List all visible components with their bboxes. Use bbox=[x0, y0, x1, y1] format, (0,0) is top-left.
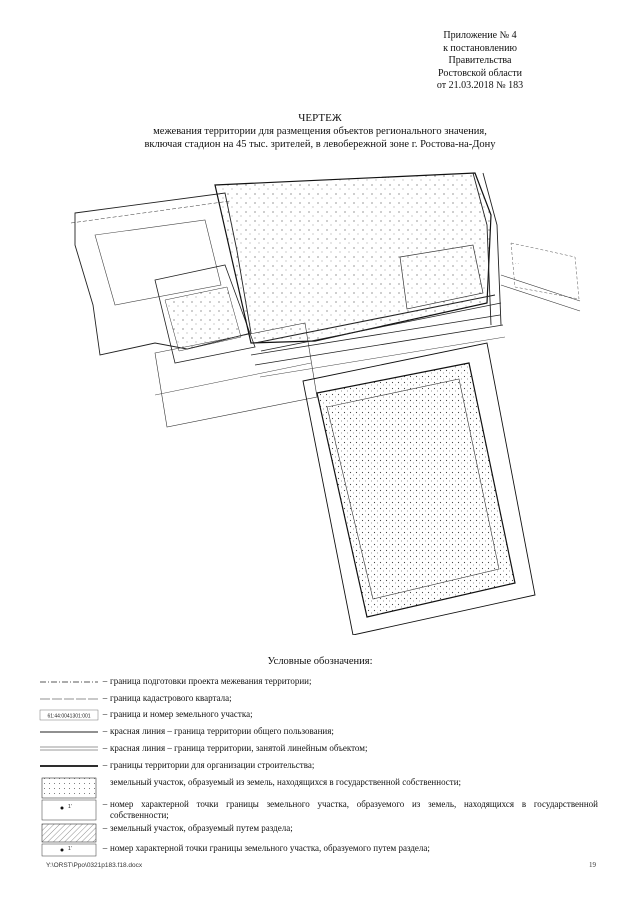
legend-dash: – bbox=[102, 726, 108, 736]
plan-parcel-stadium-outer bbox=[302, 342, 536, 635]
legend-dash: – bbox=[102, 799, 108, 809]
legend-dash: – bbox=[102, 676, 108, 686]
legend-symbol-divided-parcel bbox=[38, 823, 100, 846]
plan-road-band-2 bbox=[254, 324, 504, 366]
legend-item: – граница кадастрового квартала; bbox=[38, 693, 598, 709]
appendix-header: Приложение № 4 к постановлению Правитель… bbox=[390, 30, 570, 93]
plan-parcel-stadium-inner bbox=[326, 378, 500, 600]
legend-item: – граница подготовки проекта межевания т… bbox=[38, 676, 598, 693]
appendix-line: Правительства bbox=[448, 55, 512, 66]
plan-road-band-1 bbox=[250, 314, 501, 356]
plan-road-band-3 bbox=[259, 336, 506, 378]
legend-symbol-project-boundary bbox=[38, 676, 100, 690]
appendix-line: Ростовской области bbox=[438, 67, 522, 79]
legend-point-label: 1' bbox=[68, 846, 72, 852]
plan-road-right-1 bbox=[472, 172, 492, 326]
title-main: ЧЕРТЕЖ bbox=[298, 112, 342, 124]
plan-boundary-left bbox=[70, 200, 231, 224]
title-line: межевания территории для размещения объе… bbox=[153, 126, 487, 137]
legend-item: – красная линия – граница территории общ… bbox=[38, 726, 598, 743]
legend-symbol-parcel-number: 61:44:0041301:001 bbox=[38, 709, 100, 724]
plan-parcel-far-right bbox=[510, 242, 580, 300]
plan-parcel-stadium bbox=[316, 362, 516, 618]
legend-cadastral-code: 61:44:0041301:001 bbox=[47, 714, 90, 720]
legend-title: Условные обозначения: bbox=[267, 656, 373, 667]
legend-item: 1' – номер характерной точки границы зем… bbox=[38, 799, 598, 823]
legend-dash: – bbox=[102, 709, 108, 719]
legend: – граница подготовки проекта межевания т… bbox=[38, 676, 598, 859]
legend-symbol-divided-point: 1' bbox=[38, 843, 100, 860]
legend-item: 1' – номер характерной точки границы зем… bbox=[38, 843, 598, 859]
legend-text: граница подготовки проекта межевания тер… bbox=[110, 676, 312, 686]
legend-point-label: 1' bbox=[68, 804, 72, 810]
legend-symbol-state-parcel bbox=[38, 777, 100, 802]
legend-text: границы территории для организации строи… bbox=[110, 760, 315, 770]
plan-parcel-main-upper bbox=[214, 172, 492, 344]
plan-parcel-strip-hatched bbox=[164, 286, 242, 352]
page-number: 19 bbox=[589, 861, 596, 869]
legend-text: номер характерной точки границы земельно… bbox=[110, 843, 430, 853]
appendix-line: к постановлению bbox=[443, 42, 517, 54]
legend-dash: – bbox=[102, 743, 108, 753]
plan-road-far-right bbox=[500, 274, 581, 302]
legend-item: – красная линия – граница территории, за… bbox=[38, 743, 598, 760]
title-line: включая стадион на 45 тыс. зрителей, в л… bbox=[144, 139, 496, 150]
plan-road-far-right-2 bbox=[500, 284, 581, 312]
legend-text: граница и номер земельного участка; bbox=[110, 709, 253, 719]
footer-file-path: Y:\ORST\Ppo\0321p183.f18.docx bbox=[46, 862, 143, 869]
legend-symbol-state-point: 1' bbox=[38, 799, 100, 824]
plan-parcel-inner-right bbox=[399, 244, 484, 310]
appendix-line: от 21.03.2018 № 183 bbox=[436, 80, 524, 91]
legend-dash: – bbox=[102, 760, 108, 770]
plan-label: · · bbox=[515, 261, 519, 266]
plan-red-line-2 bbox=[260, 302, 502, 352]
plan-parcel-left-inner bbox=[94, 219, 222, 306]
appendix-line: Приложение № 4 bbox=[443, 30, 517, 41]
plan-road-lower bbox=[154, 362, 312, 396]
legend-symbol-red-line-public bbox=[38, 726, 100, 740]
legend-text: граница кадастрового квартала; bbox=[110, 693, 232, 703]
legend-symbol-construction-boundary bbox=[38, 760, 100, 774]
plan-label: · · bbox=[385, 175, 389, 180]
legend-dash: – bbox=[102, 823, 108, 833]
legend-symbol-cadastral-quarter bbox=[38, 693, 100, 707]
legend-dash: – bbox=[102, 843, 108, 853]
legend-text: номер характерной точки границы земельно… bbox=[110, 799, 598, 820]
legend-text: земельный участок, образуемый из земель,… bbox=[110, 777, 462, 787]
document-title: ЧЕРТЕЖ межевания территории для размещен… bbox=[0, 112, 640, 151]
legend-text: красная линия – граница территории, заня… bbox=[110, 743, 368, 753]
legend-item: – земельный участок, образуемый путем ра… bbox=[38, 823, 598, 843]
legend-dash: – bbox=[102, 693, 108, 703]
plan-road-right-2 bbox=[482, 172, 502, 326]
legend-item: 61:44:0041301:001 – граница и номер земе… bbox=[38, 709, 598, 726]
legend-text: красная линия – граница территории общег… bbox=[110, 726, 334, 736]
plan-red-line-1 bbox=[254, 294, 496, 344]
legend-text: земельный участок, образуемый путем разд… bbox=[110, 823, 293, 833]
plan-parcel-strip bbox=[154, 264, 256, 364]
legend-item: земельный участок, образуемый из земель,… bbox=[38, 777, 598, 799]
legend-item: – границы территории для организации стр… bbox=[38, 760, 598, 777]
survey-plan-drawing: · · · · bbox=[70, 172, 581, 635]
legend-symbol-red-line-linear bbox=[38, 743, 100, 757]
